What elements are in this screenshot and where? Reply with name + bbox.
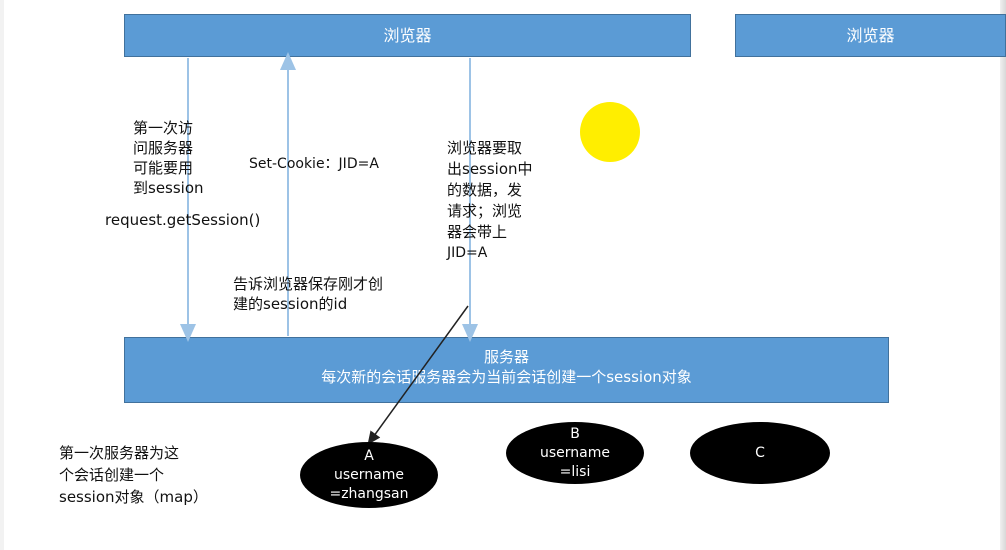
session-b: B username =lisi: [506, 422, 644, 484]
session-c: C: [690, 422, 830, 484]
annotation-get-session: request.getSession(): [105, 211, 261, 229]
arrow-to-session-a: [367, 305, 469, 445]
annotation-set-cookie: Set-Cookie：JID=A: [249, 156, 379, 172]
annotation-browser-fetch: 浏览器要取 出session中 的数据，发 请求；浏览 器会带上 JID=A: [447, 139, 533, 261]
browser-box-right-label: 浏览器: [846, 26, 895, 45]
annotation-first-create: 第一次服务器为这 个会话创建一个 session对象（map）: [59, 444, 208, 506]
session-a: A username =zhangsan: [300, 442, 438, 508]
server-title: 服务器: [483, 348, 529, 366]
browser-box-main: 浏览器: [124, 14, 691, 57]
left-edge: [0, 0, 4, 550]
cursor-highlight: [580, 102, 640, 162]
server-box: 服务器 每次新的会话服务器会为当前会话创建一个session对象: [124, 337, 889, 403]
right-edge: [1000, 0, 1006, 550]
browser-box-main-label: 浏览器: [383, 26, 432, 45]
annotation-first-visit: 第一次访 问服务器 可能要用 到session: [133, 119, 204, 197]
browser-box-right: 浏览器: [735, 14, 1006, 57]
annotation-tell-browser: 告诉浏览器保存刚才创 建的session的id: [233, 275, 384, 313]
